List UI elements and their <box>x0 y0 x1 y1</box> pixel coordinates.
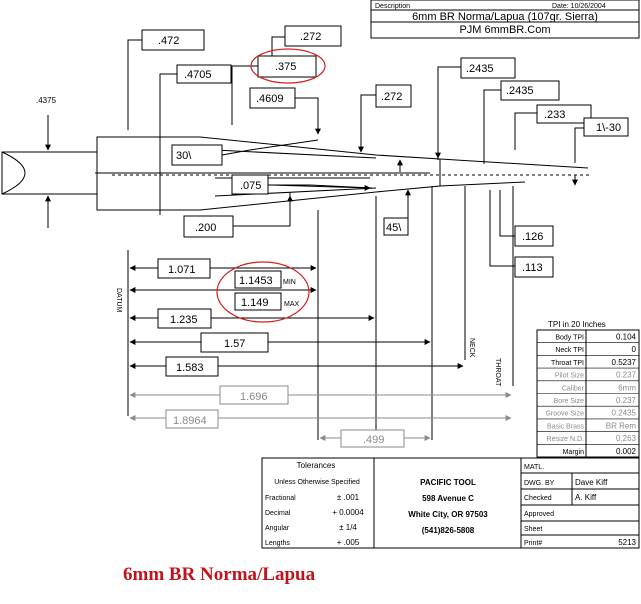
checked-label: Checked <box>524 495 552 502</box>
dim-126: .126 <box>522 231 543 243</box>
dim-4609: .4609 <box>256 93 284 105</box>
tolerance-value: ± .001 <box>337 493 360 502</box>
tolerance-label: Angular <box>265 525 290 532</box>
dim-4705: .4705 <box>184 69 212 81</box>
dim-472: .472 <box>158 35 179 47</box>
company-name: PACIFIC TOOL <box>420 478 476 487</box>
tpi-row-label: Caliber <box>562 385 585 392</box>
highlight-circles <box>216 48 326 323</box>
tpi-row-label: Pilot Size <box>555 373 584 380</box>
print-label: Print# <box>524 540 542 547</box>
print-value: 5213 <box>618 538 636 547</box>
reamer-outline <box>1 136 590 211</box>
approved-label: Approved <box>524 511 554 518</box>
dim-375: .375 <box>275 61 296 73</box>
tpi-row-label: Resize N.D. <box>547 436 584 443</box>
dim-11453: 1.1453 <box>239 275 273 287</box>
tpi-row-value: 6mm <box>618 383 636 392</box>
tpi-row-label: Bore Size <box>554 398 584 405</box>
dim-1583: 1.583 <box>176 362 204 374</box>
checked-value: A. Kiff <box>575 493 597 502</box>
dim-30: 30\ <box>176 150 192 162</box>
tpi-row-value: BR Rem <box>606 421 637 430</box>
caption: 6mm BR Norma/Lapua <box>123 564 316 585</box>
sheet-label: Sheet <box>524 526 542 533</box>
throat-end-label: THROAT <box>494 358 501 387</box>
dimension-boxes <box>141 25 629 377</box>
dim-45: 45\ <box>386 222 402 234</box>
tolerance-value: ± 1/4 <box>339 523 357 532</box>
neck-end-label: NECK <box>468 338 475 358</box>
max-label: MAX <box>284 301 300 308</box>
tolerance-value: + .005 <box>337 538 360 547</box>
drawing-title: 6mm BR Norma/Lapua (107gr. Sierra) <box>412 11 598 23</box>
drawing-date: Date: 10/26/2004 <box>552 3 606 10</box>
dwg-by-label: DWG. BY <box>524 480 555 487</box>
bottom-block-frame <box>261 457 640 549</box>
tpi-row-value: 0.002 <box>616 447 637 456</box>
tolerance-label: Fractional <box>265 495 296 502</box>
tpi-row-label: Body TPI <box>555 335 584 342</box>
dwg-by-value: Dave Kiff <box>575 478 608 487</box>
tolerances-title: Tolerances <box>297 461 336 470</box>
matl-label: MATL. <box>524 464 544 471</box>
grey-dimension-boxes <box>165 385 405 448</box>
dim-200: .200 <box>195 222 216 234</box>
min-label: MIN <box>283 279 296 286</box>
tpi-row-label: Groove Size <box>545 411 584 418</box>
tpi-row-value: 0.237 <box>616 371 637 380</box>
dim-499: .499 <box>363 434 384 446</box>
tpi-row-label: Margin <box>563 449 585 456</box>
title-block <box>370 0 640 39</box>
dim-4375: .4375 <box>36 96 57 105</box>
tpi-row-value: 0.5237 <box>612 358 637 367</box>
dim-18964: 1.8964 <box>173 415 207 427</box>
tolerance-value: + 0.0004 <box>332 508 364 517</box>
tpi-row-value: 0 <box>632 345 637 354</box>
dim-1071: 1.071 <box>168 264 196 276</box>
tpi-row-label: Throat TPI <box>551 360 584 367</box>
dim-1149: 1.149 <box>241 297 269 309</box>
datum-label: DATUM <box>115 288 122 313</box>
tolerance-label: Decimal <box>265 510 291 517</box>
tpi-row-value: 0.104 <box>616 333 637 342</box>
dim-272-top: .272 <box>300 31 321 43</box>
description-label: Description <box>375 3 410 10</box>
dim-157: 1.57 <box>224 338 245 350</box>
tpi-row-value: 0.263 <box>616 434 637 443</box>
dim-113: .113 <box>522 262 543 274</box>
dim-075: .075 <box>240 180 261 192</box>
tpi-row-label: Neck TPI <box>555 347 584 354</box>
tpi-row-label: Basic Brass <box>547 423 584 430</box>
company-city: White City, OR 97503 <box>408 510 488 519</box>
dim-2435-a: .2435 <box>466 63 494 75</box>
tpi-row-value: 0.237 <box>616 396 637 405</box>
dim-233: .233 <box>544 109 565 121</box>
company-phone: (541)826-5808 <box>422 526 475 535</box>
tpi-table-title: TPI in 20 Inches <box>548 320 606 329</box>
dim-1696: 1.696 <box>240 391 268 403</box>
tolerances-subtitle: Unless Otherwise Specified <box>274 479 360 486</box>
tpi-row-value: 0.2435 <box>612 409 637 418</box>
dim-2435-b: .2435 <box>506 85 534 97</box>
company-address: 598 Avenue C <box>422 494 474 503</box>
drawing-subtitle: PJM 6mmBR.Com <box>459 24 550 36</box>
tolerance-label: Lengths <box>265 540 290 547</box>
dim-1235: 1.235 <box>170 314 198 326</box>
dim-1-30: 1\-30 <box>596 122 621 134</box>
dim-272-right: .272 <box>381 91 402 103</box>
